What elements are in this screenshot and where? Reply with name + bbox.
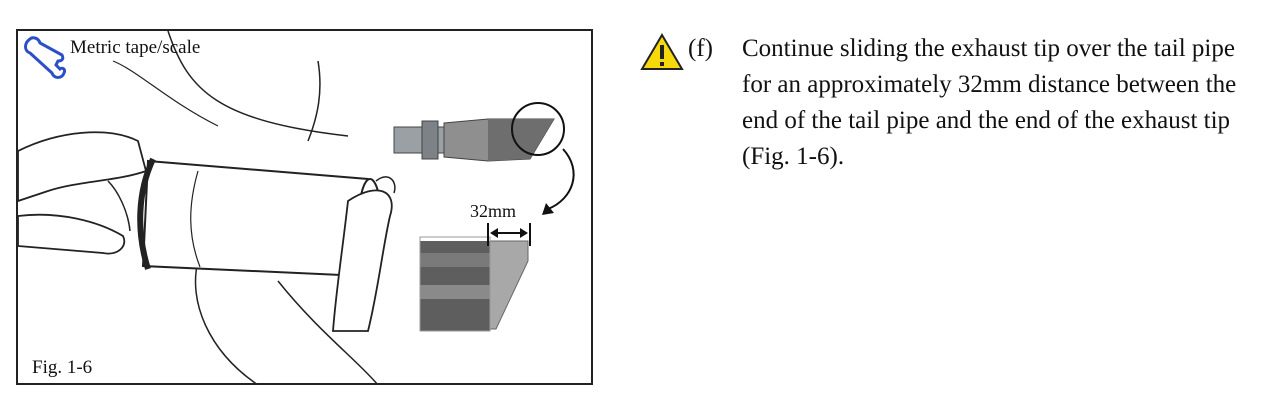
figure-caption: Fig. 1-6	[32, 357, 93, 378]
warning-icon	[640, 33, 684, 70]
step-text: Continue sliding the exhaust tip over th…	[742, 35, 1237, 170]
measurement-label: 32mm	[470, 201, 517, 221]
wrench-icon	[24, 36, 66, 79]
installation-illustration	[18, 31, 575, 383]
step-marker: (f)	[688, 35, 713, 62]
tool-label: Metric tape/scale	[70, 37, 201, 58]
figure-panel: Metric tape/scale 32mm Fig. 1-6	[16, 29, 593, 385]
